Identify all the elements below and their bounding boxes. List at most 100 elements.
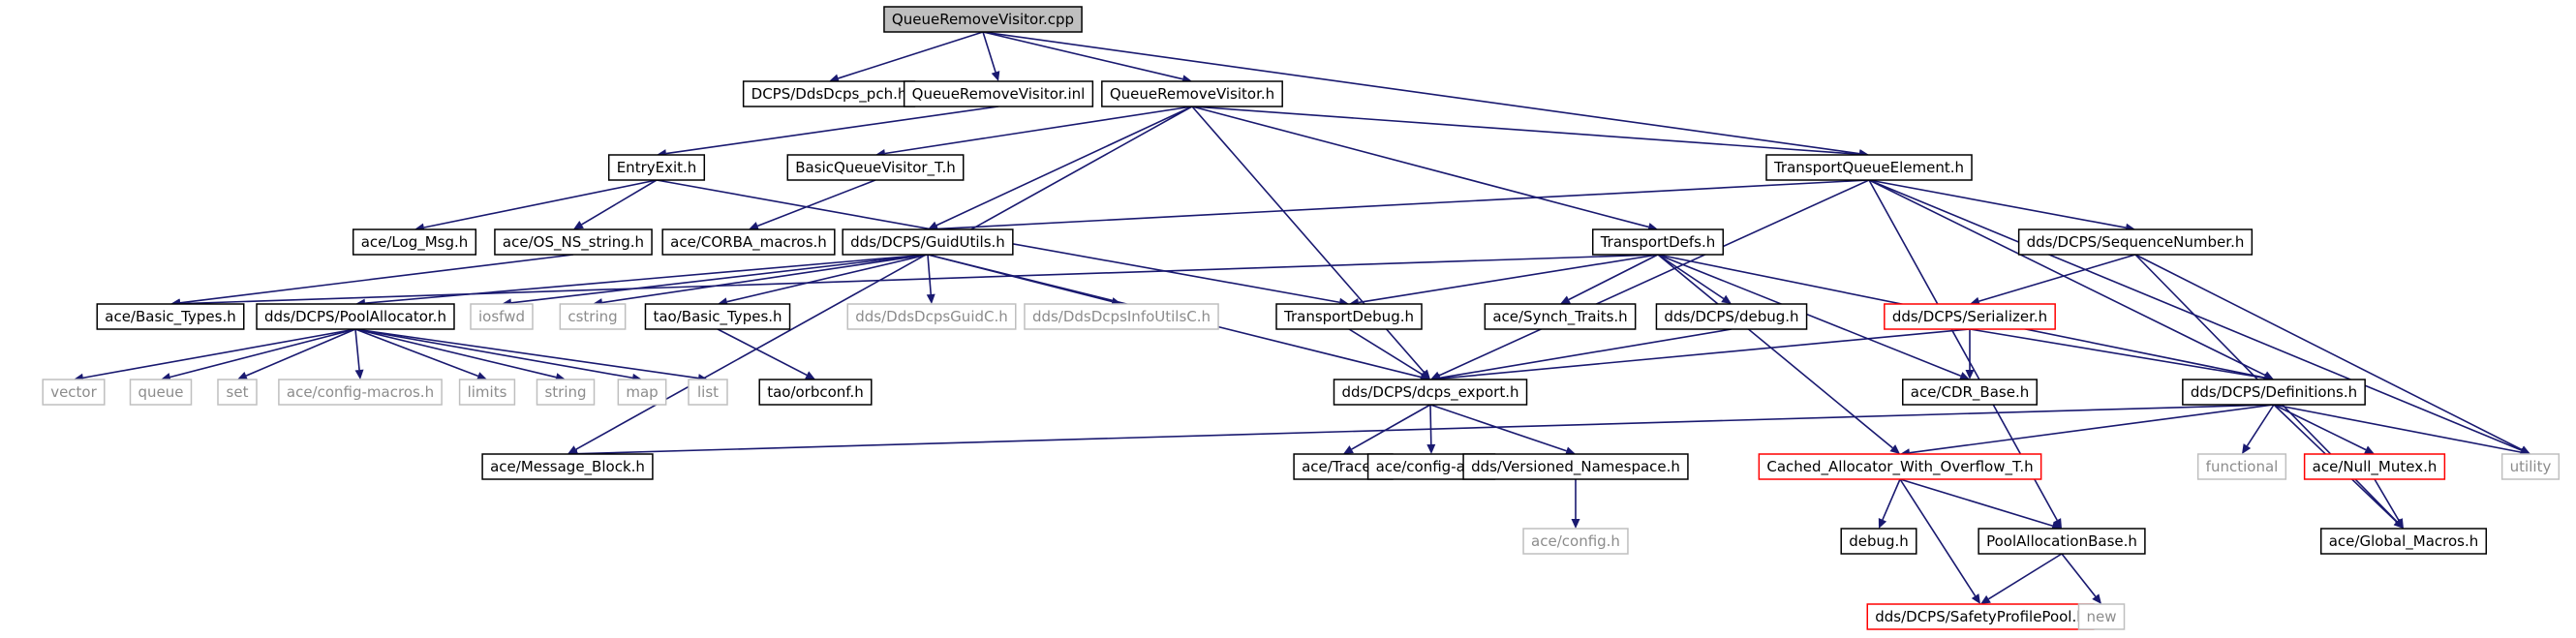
node-box: [458, 379, 516, 406]
graph-node-qrv_h[interactable]: QueueRemoveVisitor.h: [1101, 80, 1283, 107]
arrowhead: [2364, 445, 2375, 454]
node-box: [758, 379, 873, 406]
graph-node-cfgmac[interactable]: ace/config-macros.h: [278, 379, 443, 406]
node-label: new: [2086, 608, 2116, 625]
graph-node-msgblk[interactable]: ace/Message_Block.h: [481, 453, 654, 480]
node-box: [2500, 453, 2561, 480]
graph-node-vector[interactable]: vector: [42, 379, 106, 406]
graph-node-serial[interactable]: dds/DCPS/Serializer.h: [1884, 303, 2056, 330]
edge-pool-to-set: [245, 328, 356, 377]
node-box: [846, 303, 1017, 330]
node-label: dds/DCPS/Serializer.h: [1892, 308, 2047, 325]
graph-node-defs[interactable]: dds/DCPS/Definitions.h: [2182, 379, 2366, 406]
arrowhead: [1889, 444, 1900, 454]
edge-defs-to-utility: [2273, 404, 2522, 453]
arrowhead: [1980, 594, 1991, 604]
node-label: string: [544, 383, 586, 401]
node-box: [1902, 379, 2038, 406]
node-label: TransportQueueElement.h: [1773, 159, 1964, 176]
node-box: [2017, 228, 2254, 256]
edge-root-to-pch: [838, 31, 984, 79]
graph-node-qrv_inl[interactable]: QueueRemoveVisitor.inl: [903, 80, 1094, 107]
node-box: [559, 303, 627, 330]
graph-node-utility[interactable]: utility: [2500, 453, 2561, 480]
graph-node-synch[interactable]: ace/Synch_Traits.h: [1484, 303, 1637, 330]
node-box: [842, 228, 1014, 256]
node-label: map: [626, 383, 658, 401]
node-box: [129, 379, 193, 406]
graph-node-pch[interactable]: DCPS/DdsDcps_pch.h: [742, 80, 916, 107]
node-box: [1101, 80, 1283, 107]
graph-node-ddsdebug[interactable]: dds/DCPS/debug.h: [1655, 303, 1808, 330]
graph-node-guidc[interactable]: dds/DdsDcpsGuidC.h: [846, 303, 1017, 330]
graph-node-cfg[interactable]: ace/config.h: [1522, 528, 1629, 555]
graph-node-corba[interactable]: ace/CORBA_macros.h: [661, 228, 836, 256]
graph-node-list[interactable]: list: [688, 379, 728, 406]
graph-node-glob[interactable]: ace/Global_Macros.h: [2319, 528, 2488, 555]
arrowhead: [237, 371, 248, 380]
edge-nullmutex-to-glob: [2374, 478, 2400, 521]
graph-node-pab[interactable]: PoolAllocationBase.h: [1978, 528, 2146, 555]
arrowhead: [1721, 294, 1732, 304]
graph-node-osns[interactable]: ace/OS_NS_string.h: [494, 228, 653, 256]
graph-node-debugh[interactable]: debug.h: [1840, 528, 1917, 555]
arrowhead: [2092, 593, 2101, 604]
graph-node-tqe[interactable]: TransportQueueElement.h: [1765, 154, 1973, 181]
node-box: [742, 80, 916, 107]
graph-node-export[interactable]: dds/DCPS/dcps_export.h: [1333, 379, 1528, 406]
node-box: [786, 154, 965, 181]
graph-node-basic[interactable]: ace/Basic_Types.h: [96, 303, 245, 330]
node-box: [1275, 303, 1423, 330]
arrowhead: [1565, 446, 1576, 456]
node-label: QueueRemoveVisitor.h: [1110, 85, 1274, 103]
graph-node-new[interactable]: new: [2077, 603, 2126, 630]
graph-node-tdefs[interactable]: TransportDefs.h: [1591, 228, 1725, 256]
graph-node-string[interactable]: string: [536, 379, 596, 406]
edge-root-to-qrv_inl: [982, 31, 997, 73]
graph-node-map[interactable]: map: [617, 379, 667, 406]
graph-node-cawo[interactable]: Cached_Allocator_With_Overflow_T.h: [1758, 453, 2042, 480]
node-label: ace/Synch_Traits.h: [1492, 308, 1627, 326]
edge-seqnum-to-utility: [2134, 254, 2523, 451]
graph-node-bqv[interactable]: BasicQueueVisitor_T.h: [786, 154, 965, 181]
graph-node-cstring[interactable]: cstring: [559, 303, 627, 330]
arrowhead: [1420, 370, 1430, 380]
edge-taobasic-to-orbconf: [717, 328, 808, 377]
graph-node-tdebug[interactable]: TransportDebug.h: [1275, 303, 1423, 330]
graph-node-set[interactable]: set: [217, 379, 258, 406]
node-label: queue: [138, 383, 184, 401]
node-box: [1758, 453, 2042, 480]
graph-node-queue[interactable]: queue: [129, 379, 193, 406]
node-label: BasicQueueVisitor_T.h: [795, 159, 955, 177]
edge-pab-to-new: [2061, 553, 2097, 597]
graph-node-root[interactable]: QueueRemoveVisitor.cpp: [883, 6, 1083, 33]
graph-node-orbconf[interactable]: tao/orbconf.h: [758, 379, 873, 406]
edge-qrv_h-to-bqv: [884, 106, 1193, 155]
edge-tdefs-to-cawo: [1657, 254, 1893, 449]
node-label: ace/config-all.h: [1376, 458, 1487, 475]
graph-node-infoc[interactable]: dds/DdsDcpsInfoUtilsC.h: [1024, 303, 1219, 330]
edge-defs-to-cawo: [1909, 404, 2275, 454]
node-box: [494, 228, 653, 256]
graph-node-verns[interactable]: dds/Versioned_Namespace.h: [1462, 453, 1689, 480]
graph-node-sppool[interactable]: dds/DCPS/SafetyProfilePool.h: [1866, 603, 2095, 630]
graph-node-logmsg[interactable]: ace/Log_Msg.h: [352, 228, 477, 256]
node-box: [2196, 453, 2287, 480]
node-label: EntryExit.h: [617, 159, 697, 176]
graph-node-pool[interactable]: dds/DCPS/PoolAllocator.h: [256, 303, 455, 330]
graph-node-entry[interactable]: EntryExit.h: [607, 154, 706, 181]
arrowhead: [1965, 370, 1975, 380]
graph-node-guid[interactable]: dds/DCPS/GuidUtils.h: [842, 228, 1014, 256]
node-box: [644, 303, 791, 330]
node-label: list: [697, 383, 719, 401]
node-label: iosfwd: [478, 308, 525, 325]
graph-node-cdr[interactable]: ace/CDR_Base.h: [1902, 379, 2038, 406]
node-label: TransportDefs.h: [1600, 233, 1716, 251]
graph-node-nullmutex[interactable]: ace/Null_Mutex.h: [2303, 453, 2446, 480]
edge-pool-to-map: [354, 328, 633, 380]
graph-node-limits[interactable]: limits: [458, 379, 516, 406]
graph-node-seqnum[interactable]: dds/DCPS/SequenceNumber.h: [2017, 228, 2254, 256]
graph-node-taobasic[interactable]: tao/Basic_Types.h: [644, 303, 791, 330]
graph-node-iosfwd[interactable]: iosfwd: [470, 303, 534, 330]
graph-node-functional[interactable]: functional: [2196, 453, 2287, 480]
